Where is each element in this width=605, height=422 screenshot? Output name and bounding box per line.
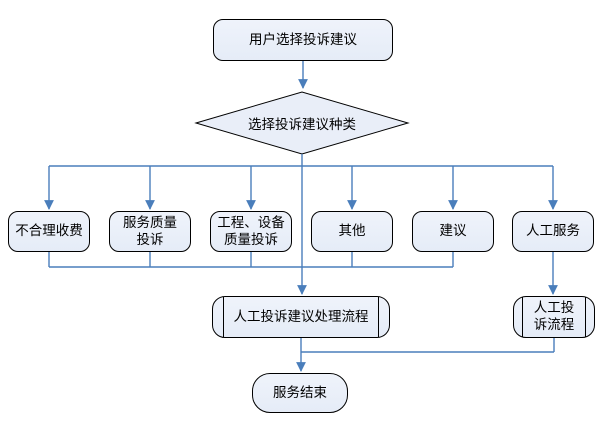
predefined-process-edge-line	[378, 297, 379, 337]
node-label: 其他	[338, 223, 366, 240]
node-other: 其他	[311, 211, 393, 252]
node-manual-service: 人工服务	[512, 211, 594, 252]
decision-diamond-shape	[194, 91, 410, 155]
node-manual-complaint-process: 人工投 诉流程	[513, 296, 595, 338]
node-engineering-equipment-quality-complaint: 工程、设备 质量投诉	[210, 211, 292, 252]
node-user-select-complaint: 用户选择投诉建议	[213, 19, 393, 61]
node-select-complaint-type-decision: 选择投诉建议种类	[196, 92, 408, 154]
node-label: 不合理收费	[15, 223, 83, 240]
node-label: 人工投 诉流程	[533, 300, 575, 333]
predefined-process-edge-line	[522, 297, 523, 337]
predefined-process-edge-line	[223, 297, 224, 337]
node-service-quality-complaint: 服务质量 投诉	[109, 211, 191, 252]
node-label: 选择投诉建议种类	[248, 117, 356, 133]
node-unreasonable-charges: 不合理收费	[8, 211, 90, 252]
node-label: 工程、设备 质量投诉	[217, 214, 285, 248]
node-service-end: 服务结束	[252, 373, 348, 413]
node-label: 建议	[439, 223, 467, 240]
predefined-process-edge-line	[585, 297, 586, 337]
node-label: 人工投诉建议处理流程	[233, 308, 369, 325]
node-manual-complaint-suggestion-process: 人工投诉建议处理流程	[212, 296, 390, 338]
node-label: 用户选择投诉建议	[249, 31, 357, 48]
node-label: 服务质量 投诉	[123, 214, 177, 248]
node-suggestion: 建议	[412, 211, 494, 252]
node-label: 服务结束	[273, 384, 327, 401]
node-label: 人工服务	[526, 223, 580, 240]
